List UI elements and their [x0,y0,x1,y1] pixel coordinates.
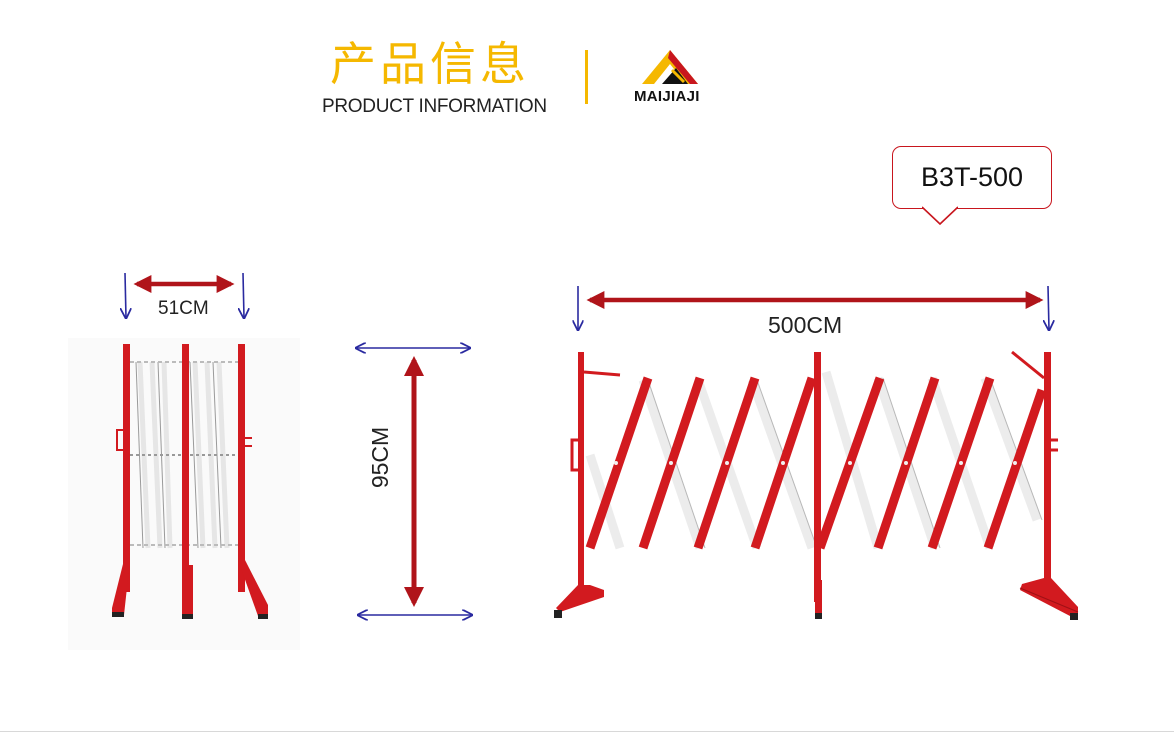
page-title-en: PRODUCT INFORMATION [322,96,547,117]
folded-width-label: 51CM [158,298,209,319]
callout-pointer [922,206,958,226]
title-divider [585,50,588,104]
brand-logo-icon [642,50,698,84]
bottom-divider [0,731,1174,732]
folded-barrier-image [68,338,300,650]
model-callout: B3T-500 [892,146,1052,209]
extended-barrier-image [554,350,1079,620]
extended-width-label: 500CM [768,312,843,338]
width-500-arrow [578,285,1049,330]
model-name: B3T-500 [920,162,1024,192]
brand-name: MAIJIAJI [634,88,700,105]
width-51-arrow [125,272,244,318]
page-title-cn: 产品信息 [330,37,530,91]
height-label: 95CM [367,426,394,489]
height-95-arrow [356,348,472,615]
